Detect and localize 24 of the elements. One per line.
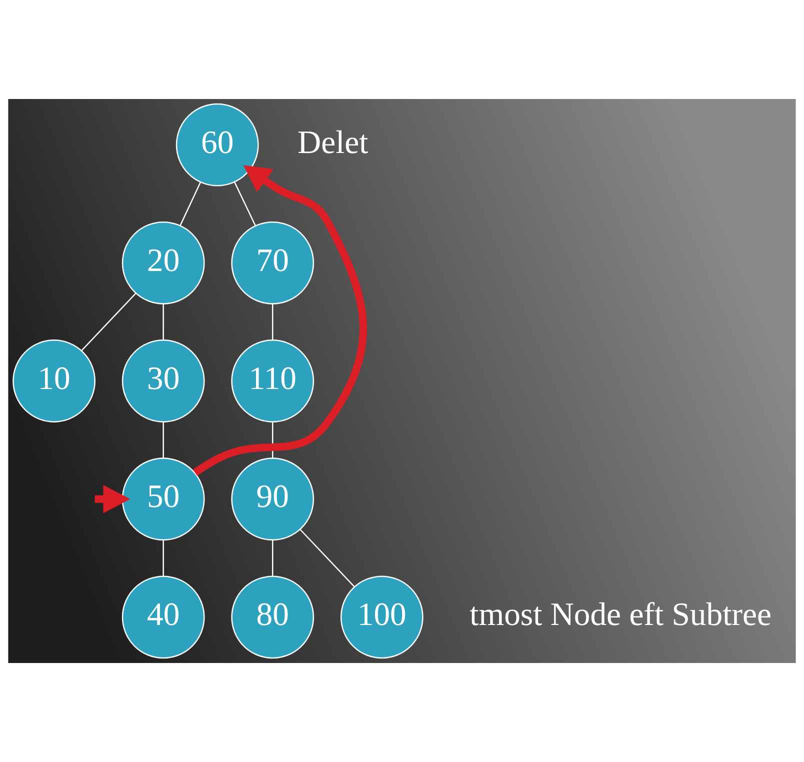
- node-circle: 80: [231, 576, 314, 659]
- node-circle: 100: [340, 576, 424, 659]
- node-circle: 40: [122, 576, 205, 659]
- arrow: [192, 165, 367, 476]
- node-circle: 20: [122, 221, 205, 304]
- connector: [162, 422, 164, 458]
- connector: [234, 182, 256, 226]
- node-circle: 10: [12, 340, 96, 422]
- connector: [162, 304, 164, 340]
- node-circle: 110: [231, 340, 314, 422]
- connector: [81, 292, 136, 352]
- connector: [162, 540, 164, 576]
- label: Delet: [298, 124, 368, 161]
- arrow: [94, 484, 130, 514]
- connector: [272, 304, 274, 340]
- connector: [300, 529, 355, 588]
- connector: [180, 182, 201, 226]
- node-circle: 60: [176, 103, 259, 186]
- label: tmost Node eft Subtree: [470, 597, 772, 634]
- node-circle: 30: [122, 340, 205, 422]
- node-circle: 90: [231, 458, 314, 541]
- node-circle: 70: [231, 221, 314, 304]
- connector: [272, 540, 274, 576]
- node-circle: 50: [122, 458, 205, 541]
